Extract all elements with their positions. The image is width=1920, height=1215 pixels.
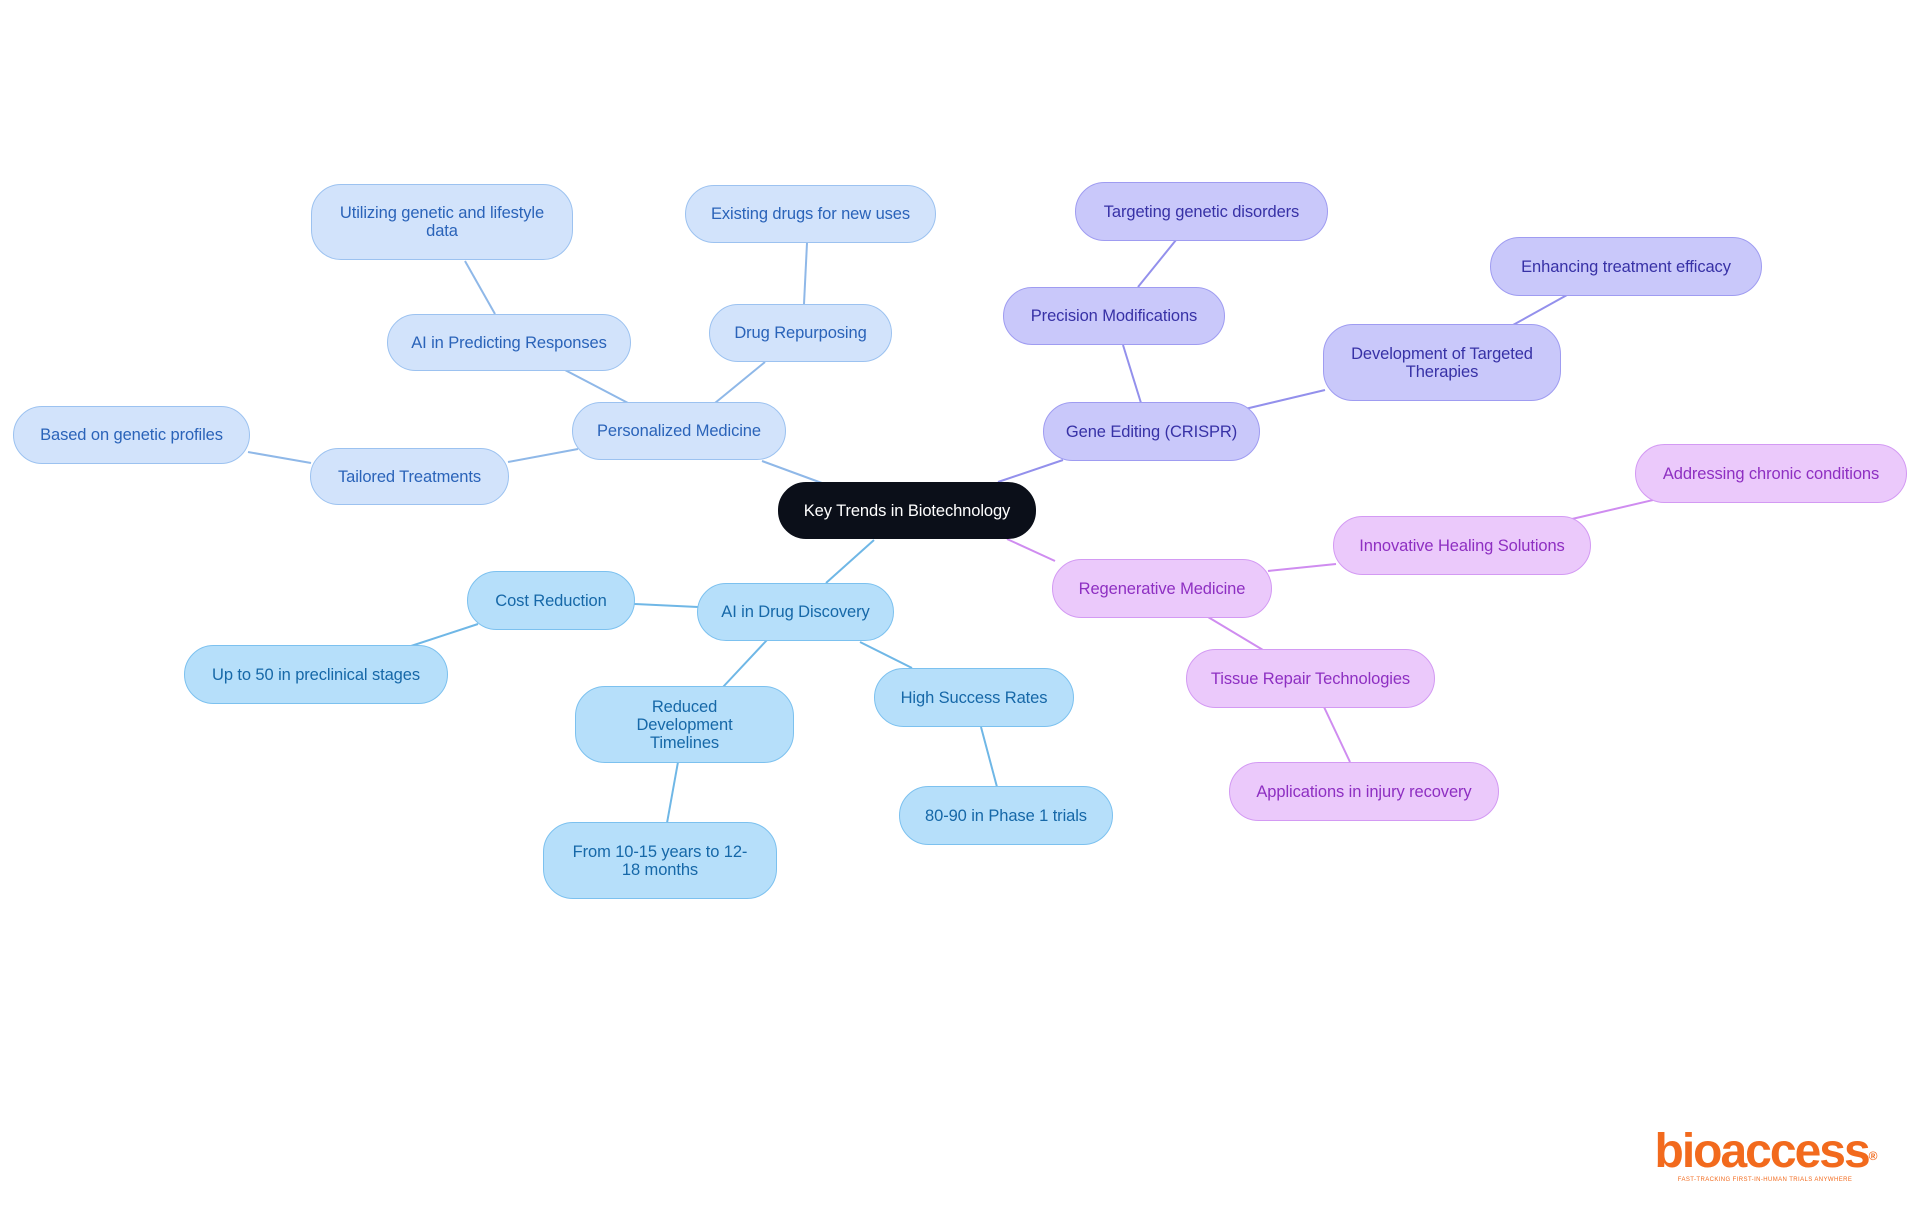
edge-ai-success xyxy=(859,641,913,669)
node-existing-drugs[interactable]: Existing drugs for new uses xyxy=(685,185,936,243)
node-up-to-50-preclinical[interactable]: Up to 50 in preclinical stages xyxy=(184,645,448,704)
edge-root-personalized xyxy=(761,460,831,487)
edge-personalized-repurposing xyxy=(714,361,766,404)
node-tailored-treatments[interactable]: Tailored Treatments xyxy=(310,448,509,505)
node-targeted-therapies[interactable]: Development of Targeted Therapies xyxy=(1323,324,1561,401)
edge-tailored-detail xyxy=(247,451,312,464)
node-tissue-repair[interactable]: Tissue Repair Technologies xyxy=(1186,649,1435,708)
node-ai-drug-discovery[interactable]: AI in Drug Discovery xyxy=(697,583,894,641)
node-precision-modifications[interactable]: Precision Modifications xyxy=(1003,287,1225,345)
edge-predicting-detail xyxy=(464,260,496,315)
node-80-90-phase-1[interactable]: 80-90 in Phase 1 trials xyxy=(899,786,1113,845)
node-based-on-genetic-profiles[interactable]: Based on genetic profiles xyxy=(13,406,250,464)
root-node[interactable]: Key Trends in Biotechnology xyxy=(778,482,1036,539)
edge-root-ai xyxy=(825,539,875,584)
node-personalized-medicine[interactable]: Personalized Medicine xyxy=(572,402,786,460)
edge-ai-timelines xyxy=(722,639,768,688)
edge-timelines-detail xyxy=(666,761,679,824)
node-enhancing-treatment-efficacy[interactable]: Enhancing treatment efficacy xyxy=(1490,237,1762,296)
edge-regen-tissue xyxy=(1207,616,1264,651)
edge-ai-cost xyxy=(633,603,699,608)
edge-cost-detail xyxy=(407,623,479,648)
node-10-15-years[interactable]: From 10-15 years to 12-18 months xyxy=(543,822,777,899)
edge-precision-detail xyxy=(1137,239,1177,288)
edge-healing-detail xyxy=(1571,499,1654,520)
node-regenerative-medicine[interactable]: Regenerative Medicine xyxy=(1052,559,1272,618)
node-high-success-rates[interactable]: High Success Rates xyxy=(874,668,1074,727)
edge-gene-targeted xyxy=(1244,389,1326,410)
edge-personalized-predicting xyxy=(564,369,629,404)
edge-regen-healing xyxy=(1267,563,1337,572)
edge-repurposing-detail xyxy=(803,242,808,305)
edge-gene-precision xyxy=(1122,344,1142,404)
edge-tissue-detail xyxy=(1323,706,1351,763)
edge-success-detail xyxy=(980,726,998,788)
edge-root-gene xyxy=(997,459,1064,483)
node-gene-editing-crispr[interactable]: Gene Editing (CRISPR) xyxy=(1043,402,1260,461)
edge-personalized-tailored xyxy=(507,448,579,463)
edge-targeted-detail xyxy=(1512,294,1568,326)
node-applications-injury-recovery[interactable]: Applications in injury recovery xyxy=(1229,762,1499,821)
node-drug-repurposing[interactable]: Drug Repurposing xyxy=(709,304,892,362)
bioaccess-logo: bioaccess® FAST-TRACKING FIRST-IN-HUMAN … xyxy=(1650,1128,1880,1188)
node-innovative-healing[interactable]: Innovative Healing Solutions xyxy=(1333,516,1591,575)
node-addressing-chronic-conditions[interactable]: Addressing chronic conditions xyxy=(1635,444,1907,503)
node-ai-predicting-responses[interactable]: AI in Predicting Responses xyxy=(387,314,631,371)
registered-mark: ® xyxy=(1868,1149,1878,1163)
edge-root-regen xyxy=(1006,538,1056,562)
node-targeting-genetic-disorders[interactable]: Targeting genetic disorders xyxy=(1075,182,1328,241)
logo-word: bioaccess xyxy=(1654,1125,1871,1178)
logo-wordmark: bioaccess® xyxy=(1650,1128,1880,1176)
logo-tagline: FAST-TRACKING FIRST-IN-HUMAN TRIALS ANYW… xyxy=(1677,1177,1853,1183)
node-utilizing-genetic-data[interactable]: Utilizing genetic and lifestyle data xyxy=(311,184,573,260)
node-cost-reduction[interactable]: Cost Reduction xyxy=(467,571,635,630)
node-reduced-timelines[interactable]: Reduced Development Timelines xyxy=(575,686,794,763)
